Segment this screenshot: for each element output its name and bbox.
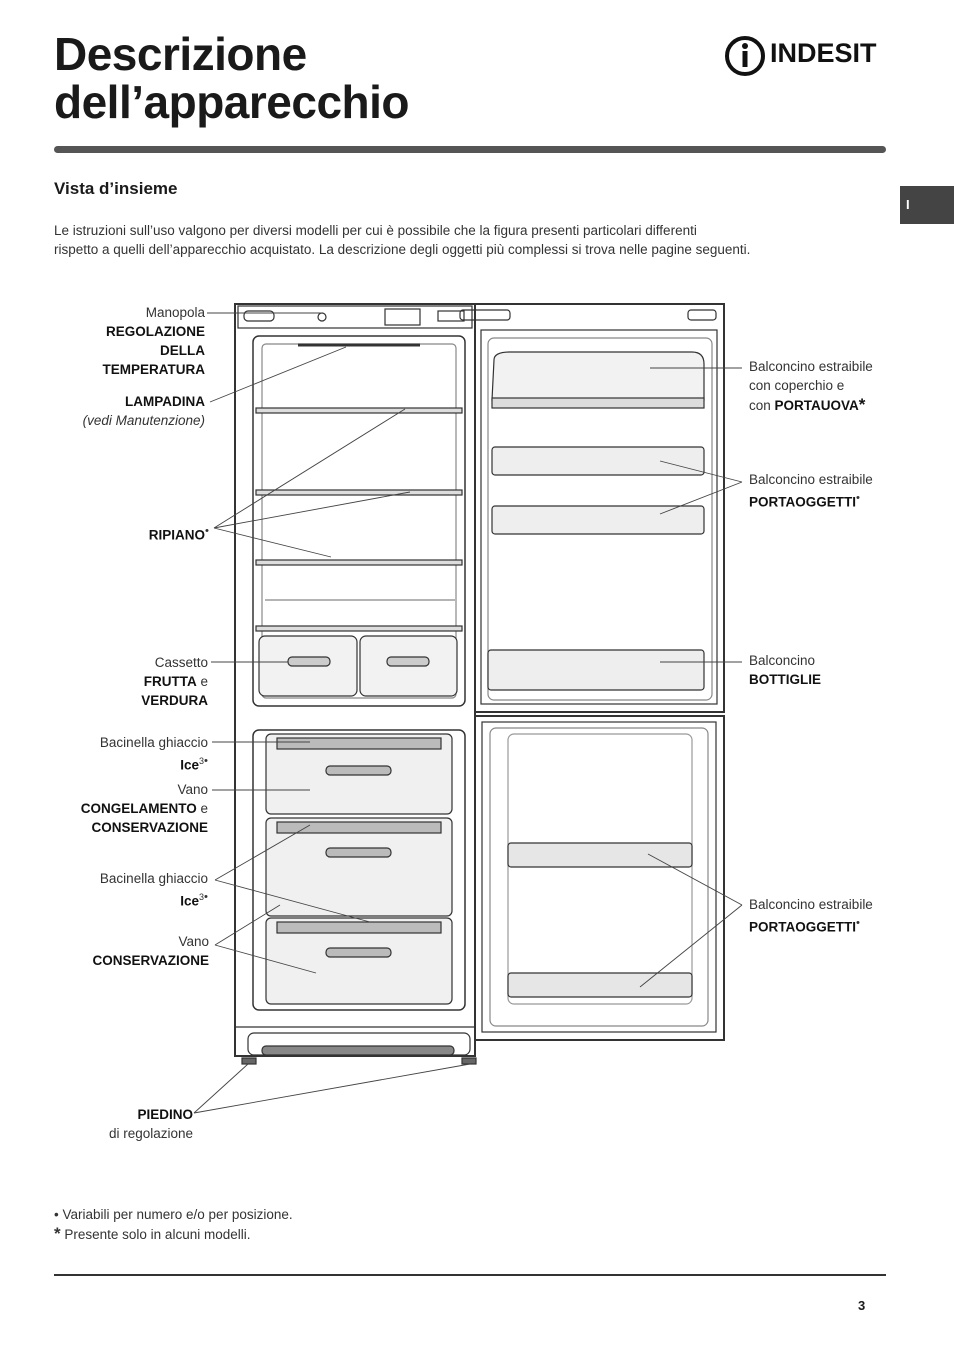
brand-emblem-icon — [725, 36, 765, 76]
label-temperature-knob: Manopola REGOLAZIONE DELLA TEMPERATURA — [103, 303, 206, 379]
label-bottle-shelf: Balconcino BOTTIGLIE — [749, 651, 821, 689]
label-freezer-freezing: CONGELAMENTO — [80, 801, 197, 816]
label-ice-tray-2-line1: Bacinella ghiaccio — [99, 871, 208, 886]
label-door-shelf-1-line1: Balconcino estraibile — [749, 472, 873, 487]
label-foot-line2: di regolazione — [108, 1126, 193, 1141]
label-egg-tray-with: con — [749, 398, 775, 413]
label-lamp-line1: LAMPADINA — [125, 394, 205, 409]
label-temperature-knob-line1: Manopola — [145, 305, 205, 320]
section-title: Vista d’insieme — [54, 179, 178, 198]
freezer-door — [474, 715, 725, 1041]
intro-line2: rispetto a quelli dell’apparecchio acqui… — [54, 242, 751, 257]
brand-name: INDESIT — [770, 38, 877, 68]
label-crisper: Cassetto FRUTTA e VERDURA — [141, 653, 208, 710]
label-door-shelf-1: Balconcino estraibile PORTAOGGETTI• — [749, 470, 873, 512]
label-door-shelf-1-mark: • — [856, 492, 860, 504]
header-divider — [54, 146, 886, 153]
label-door-shelf-2: Balconcino estraibile PORTAOGGETTI• — [749, 895, 873, 937]
label-bottle-shelf-line1: Balconcino — [749, 653, 816, 668]
intro-text: Le istruzioni sull’uso valgono per diver… — [54, 221, 874, 259]
label-temperature-knob-line3: DELLA — [160, 343, 205, 358]
label-shelf: RIPIANO• — [149, 522, 209, 545]
label-freezer-line1: Vano — [177, 782, 208, 797]
label-crisper-line3: VERDURA — [141, 693, 208, 708]
label-freezer-line3: CONSERVAZIONE — [91, 820, 208, 835]
label-egg-tray-mark: * — [858, 395, 866, 414]
label-ice-tray-1-line1: Bacinella ghiaccio — [99, 735, 208, 750]
footer-divider — [54, 1274, 886, 1276]
label-crisper-fruit: FRUTTA — [143, 674, 197, 689]
label-shelf-text: RIPIANO — [148, 527, 206, 543]
label-door-shelf-1-line2: PORTAOGGETTI — [749, 494, 856, 510]
freezer-compartment — [252, 729, 466, 1011]
label-egg-tray-portauova: PORTAUOVA — [774, 398, 859, 413]
footnote-asterisk: * — [54, 1224, 61, 1243]
label-storage-line1: Vano — [178, 934, 209, 949]
label-storage-compartment: Vano CONSERVAZIONE — [92, 932, 209, 970]
footnote-variable: • Variabili per numero e/o per posizione… — [54, 1207, 293, 1222]
label-door-shelf-2-mark: • — [856, 917, 860, 929]
label-temperature-knob-line2: REGOLAZIONE — [105, 324, 205, 339]
label-ice-tray-1: Bacinella ghiaccio Ice3• — [100, 733, 208, 775]
label-temperature-knob-line4: TEMPERATURA — [102, 362, 206, 377]
label-storage-line2: CONSERVAZIONE — [92, 953, 209, 968]
label-lamp-line2: (vedi Manutenzione) — [82, 413, 205, 428]
fridge-door — [474, 303, 725, 713]
control-panel — [237, 305, 473, 329]
label-egg-tray: Balconcino estraibile con coperchio e co… — [749, 357, 873, 415]
footnote-some-models: Presente solo in alcuni modelli. — [60, 1227, 251, 1242]
label-crisper-line1: Cassetto — [154, 655, 208, 670]
intro-line1: Le istruzioni sull’uso valgono per diver… — [54, 223, 697, 238]
page-number: 3 — [858, 1298, 866, 1313]
label-ice-tray-2-sup: 3 — [199, 892, 205, 902]
label-crisper-and: e — [196, 674, 208, 689]
language-tab: I — [900, 186, 954, 224]
page-title-line1: Descrizione — [54, 28, 307, 80]
label-ice-tray-2-ice: Ice — [180, 893, 200, 909]
label-adjustable-foot: PIEDINO di regolazione — [109, 1105, 193, 1143]
footnotes: • Variabili per numero e/o per posizione… — [54, 1205, 293, 1244]
label-shelf-mark: • — [205, 525, 209, 537]
indesit-logo: INDESIT — [724, 33, 889, 79]
label-ice-tray-2-mark: • — [204, 891, 208, 903]
language-tab-label: I — [906, 197, 910, 212]
label-egg-tray-line2: con coperchio e — [749, 378, 845, 393]
label-foot-line1: PIEDINO — [137, 1107, 193, 1122]
label-door-shelf-2-line1: Balconcino estraibile — [749, 897, 873, 912]
label-lamp: LAMPADINA (vedi Manutenzione) — [83, 392, 205, 430]
label-ice-tray-1-sup: 3 — [199, 756, 205, 766]
label-ice-tray-1-ice: Ice — [180, 757, 200, 773]
label-door-shelf-2-line2: PORTAOGGETTI — [749, 919, 856, 935]
label-freezer-compartment: Vano CONGELAMENTO e CONSERVAZIONE — [81, 780, 208, 837]
label-egg-tray-line1: Balconcino estraibile — [749, 359, 873, 374]
label-ice-tray-2: Bacinella ghiaccio Ice3• — [100, 869, 208, 911]
label-bottle-shelf-line2: BOTTIGLIE — [749, 672, 821, 687]
page-title-line2: dell’apparecchio — [54, 76, 410, 128]
label-freezer-and: e — [196, 801, 208, 816]
label-ice-tray-1-mark: • — [204, 755, 208, 767]
page-title: Descrizione dell’apparecchio — [54, 28, 410, 128]
